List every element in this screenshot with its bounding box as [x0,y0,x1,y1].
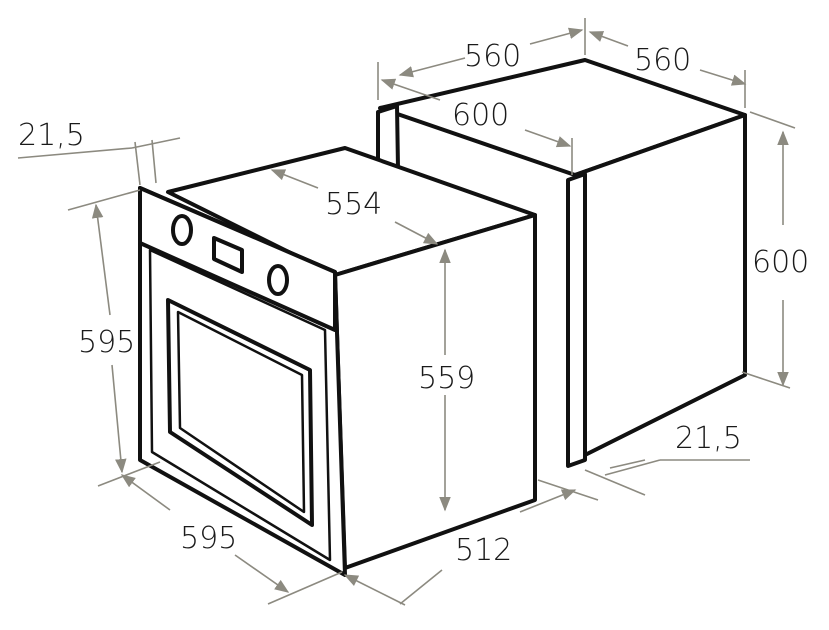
label-oven-top-width: 554 [325,187,382,222]
label-cavity-depth: 560 [634,43,691,78]
dimension-lines [17,18,796,606]
label-cavity-gap: 21,5 [675,421,742,456]
display-icon [212,236,244,274]
door-window-inner [176,310,306,514]
cavity-front-frame [566,172,587,468]
left-knob-icon [171,214,193,246]
door-frame [148,248,332,562]
label-oven-body-height: 559 [418,361,475,396]
label-oven-height: 595 [78,325,135,360]
label-cavity-width-front: 600 [452,98,509,133]
label-cavity-width-back: 560 [464,39,521,74]
right-knob-icon [267,264,289,296]
cavity-box [376,58,747,468]
door-window [166,298,314,527]
cavity-right-face [573,113,747,462]
label-cavity-height: 600 [752,245,809,280]
label-oven-depth: 512 [455,533,512,568]
oven [138,146,537,577]
label-oven-width: 595 [180,521,237,556]
dimension-labels: 560 560 600 600 21,5 21,5 595 595 554 55… [18,39,809,568]
label-door-thickness: 21,5 [18,118,85,153]
